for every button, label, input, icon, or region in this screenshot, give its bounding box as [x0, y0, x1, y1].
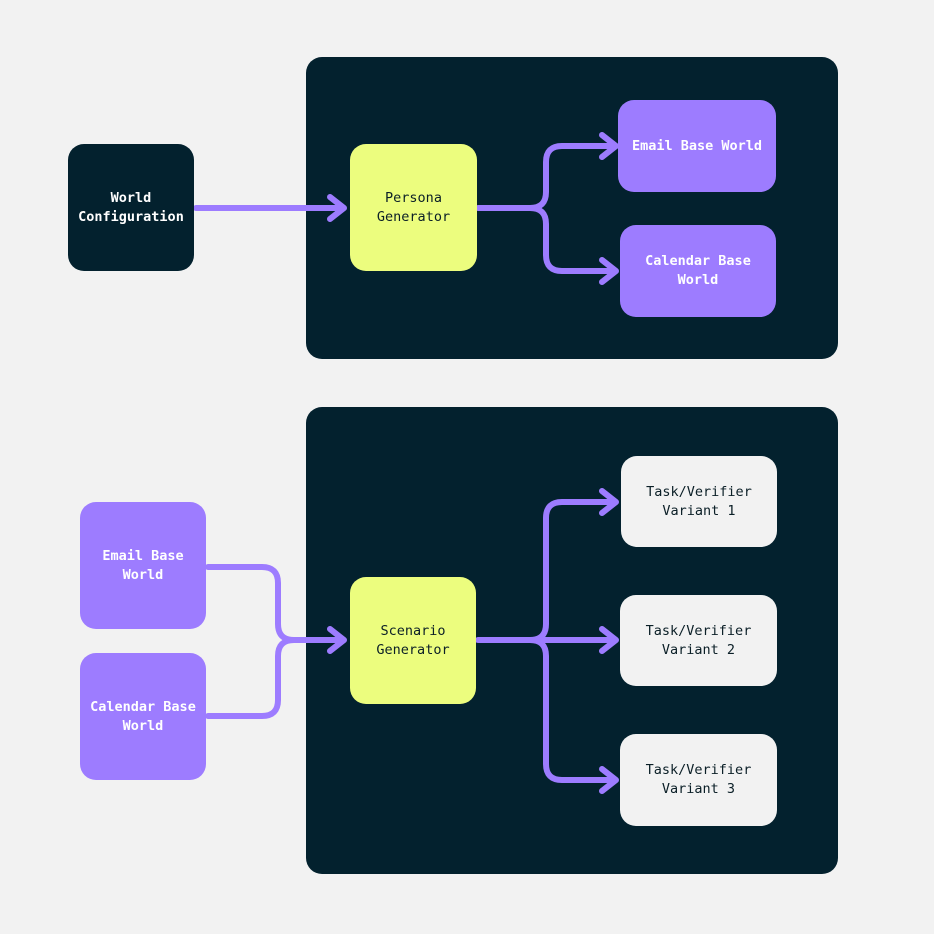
email-base-world-node: Email Base World [618, 100, 776, 192]
email-base-world-input-node: Email Base World [80, 502, 206, 629]
email-base-world-input-label: Email Base World [102, 547, 184, 583]
task-verifier-variant-3-label: Task/Verifier Variant 3 [645, 762, 752, 797]
arrow-calendar-to-scenario [205, 637, 297, 719]
calendar-base-world-input-node: Calendar Base World [80, 653, 206, 780]
persona-generator-label: Persona Generator [376, 189, 451, 225]
calendar-base-world-node: Calendar Base World [620, 225, 776, 317]
calendar-base-world-input-label: Calendar Base World [90, 698, 196, 734]
world-configuration-label: World Configuration [78, 189, 184, 225]
scenario-generator-node: Scenario Generator [350, 577, 476, 704]
task-verifier-variant-1-label: Task/Verifier Variant 1 [646, 483, 752, 519]
task-verifier-variant-3-node: Task/Verifier Variant 3 [620, 734, 777, 826]
task-verifier-variant-2-label: Task/Verifier Variant 2 [645, 622, 752, 658]
task-verifier-variant-1-node: Task/Verifier Variant 1 [621, 456, 777, 547]
email-base-world-label: Email Base World [631, 137, 763, 154]
world-configuration-node: World Configuration [68, 144, 194, 271]
persona-generator-node: Persona Generator [350, 144, 477, 271]
calendar-base-world-label: Calendar Base World [645, 253, 751, 288]
task-verifier-variant-2-node: Task/Verifier Variant 2 [620, 595, 777, 686]
scenario-generator-label: Scenario Generator [376, 622, 450, 658]
